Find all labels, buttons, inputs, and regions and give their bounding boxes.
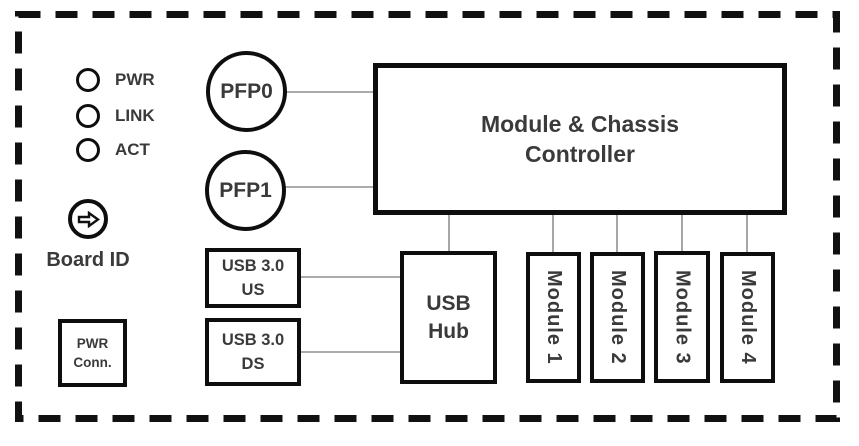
usb-hub-box: USB Hub bbox=[400, 251, 497, 384]
usb-hub-line2: Hub bbox=[428, 319, 469, 343]
pwr-led-icon bbox=[76, 68, 100, 92]
module-4-box: Module 4 bbox=[720, 252, 775, 383]
board-id-label-line1: Board bbox=[46, 249, 105, 271]
board-id-label-line2: ID bbox=[109, 249, 130, 271]
board-id-label: Board ID bbox=[44, 246, 132, 275]
usb-hub-line1: USB bbox=[426, 291, 471, 315]
usb3-upstream-line1: USB 3.0 bbox=[221, 257, 285, 275]
act-led-label: ACT bbox=[115, 140, 150, 159]
led-row-link: LINK bbox=[76, 104, 155, 128]
usb3-downstream-line1: USB 3.0 bbox=[221, 331, 285, 349]
module-1-box: Module 1 bbox=[526, 252, 581, 383]
pwr-connector-box: PWR Conn. bbox=[58, 319, 127, 387]
led-row-pwr: PWR bbox=[76, 68, 155, 92]
pwr-connector-line1: PWR bbox=[76, 336, 109, 351]
module-2-box: Module 2 bbox=[590, 252, 645, 383]
pfp1-connector: PFP1 bbox=[205, 150, 286, 231]
controller-label-line2: Controller bbox=[525, 141, 635, 167]
pwr-connector-line2: Conn. bbox=[73, 355, 112, 370]
right-arrow-icon bbox=[77, 210, 100, 228]
usb3-upstream-line2: US bbox=[241, 281, 265, 299]
act-led-icon bbox=[76, 138, 100, 162]
usb3-downstream-line2: DS bbox=[241, 355, 265, 373]
pwr-led-label: PWR bbox=[115, 70, 155, 89]
link-led-icon bbox=[76, 104, 100, 128]
module-4-label: Module 4 bbox=[737, 270, 759, 365]
usb3-upstream-box: USB 3.0 US bbox=[205, 248, 301, 308]
chassis-dashed-border bbox=[15, 11, 840, 422]
controller-label-line1: Module & Chassis bbox=[480, 111, 680, 137]
module-2-label: Module 2 bbox=[607, 270, 629, 365]
board-id-button bbox=[68, 199, 108, 239]
usb3-downstream-box: USB 3.0 DS bbox=[205, 318, 301, 386]
link-led-label: LINK bbox=[115, 106, 155, 125]
module-3-label: Module 3 bbox=[671, 269, 694, 365]
pfp1-label: PFP1 bbox=[219, 178, 272, 202]
led-row-act: ACT bbox=[76, 138, 150, 162]
module-3-box: Module 3 bbox=[654, 251, 710, 383]
module-1-label: Module 1 bbox=[543, 270, 565, 365]
module-chassis-controller-box: Module & Chassis Controller bbox=[373, 63, 787, 215]
pfp0-label: PFP0 bbox=[220, 79, 273, 103]
pfp0-connector: PFP0 bbox=[206, 51, 287, 132]
